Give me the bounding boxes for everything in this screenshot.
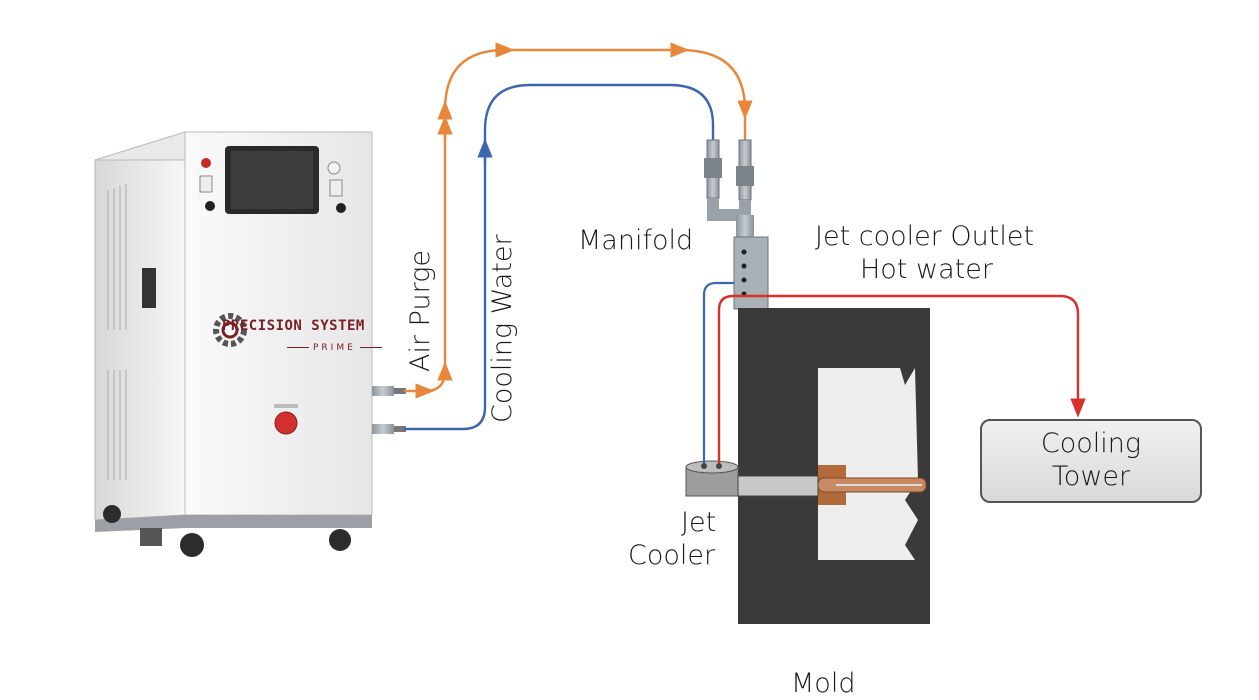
cooling-tower-label-line2: Tower [1051,461,1131,492]
manifold-block [733,236,769,310]
emergency-stop-button [274,411,298,435]
cooling-tower-label-line1: Cooling [1040,428,1142,460]
air-purge-label: Air Purge [405,249,436,372]
cooler-label: Cooler [628,540,716,571]
mold [738,308,930,624]
air-purge-fitting [372,386,394,396]
power-indicator [327,161,341,175]
cooling-water-line [404,83,715,431]
caster-wheel [103,505,121,523]
air-purge-line [404,42,753,399]
alarm-indicator [201,158,211,168]
jet-label: Jet [681,507,717,538]
cooling-water-label: Cooling Water [487,234,518,423]
temperature-control-unit [94,131,406,557]
jet-cooler-outlet-label: Jet cooler Outlet [815,221,1035,252]
jet-cooler-supply-line [702,281,734,463]
gear-logo-icon [213,313,247,347]
cooling-water-fitting [372,424,394,434]
manifold-assembly [704,139,769,310]
side-handle [142,268,156,308]
mold-cavity [818,368,918,560]
brand-model: PRIME [283,343,386,353]
hot-water-label: Hot water [860,254,993,285]
brand-name: PRECISION SYSTEM [222,318,365,334]
jet-cooler [685,460,819,497]
cooling-tower-box: Cooling Tower [980,419,1202,503]
caster-wheel [180,533,204,557]
caster-wheel [329,529,351,551]
mold-label: Mold [791,668,856,699]
manifold-label: Manifold [578,225,694,256]
hot-water-outlet-line [717,294,1086,463]
